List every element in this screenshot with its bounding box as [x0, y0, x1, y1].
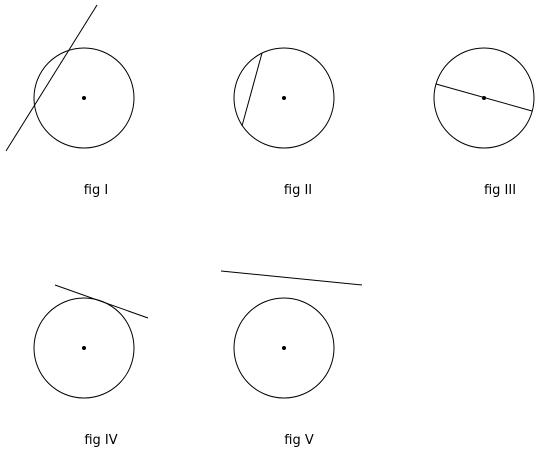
figure-5-external-line: fig V	[220, 270, 363, 448]
fig4-tangent-line	[54, 284, 149, 319]
figure-4-tangent: fig IV	[33, 284, 149, 448]
fig5-circle	[233, 297, 335, 399]
fig4-circle	[33, 297, 135, 399]
fig1-caption: fig I	[84, 183, 108, 198]
fig2-chord-line	[241, 52, 263, 127]
fig5-external-line	[220, 270, 363, 286]
fig5-center-dot	[282, 346, 286, 350]
fig2-caption: fig II	[284, 183, 312, 198]
fig4-caption: fig IV	[84, 433, 117, 448]
figure-3-diameter: fig III	[433, 47, 535, 198]
fig3-diameter-line	[435, 83, 533, 112]
fig1-center-dot	[82, 96, 86, 100]
fig1-circle	[33, 47, 135, 149]
fig4-center-dot	[82, 346, 86, 350]
figure-1-secant: fig I	[5, 4, 135, 198]
fig3-circle	[433, 47, 535, 149]
fig1-secant-line	[5, 4, 98, 152]
figure-2-chord: fig II	[233, 47, 335, 198]
fig5-caption: fig V	[284, 433, 314, 448]
fig2-circle	[233, 47, 335, 149]
fig2-center-dot	[282, 96, 286, 100]
fig3-caption: fig III	[484, 183, 516, 198]
